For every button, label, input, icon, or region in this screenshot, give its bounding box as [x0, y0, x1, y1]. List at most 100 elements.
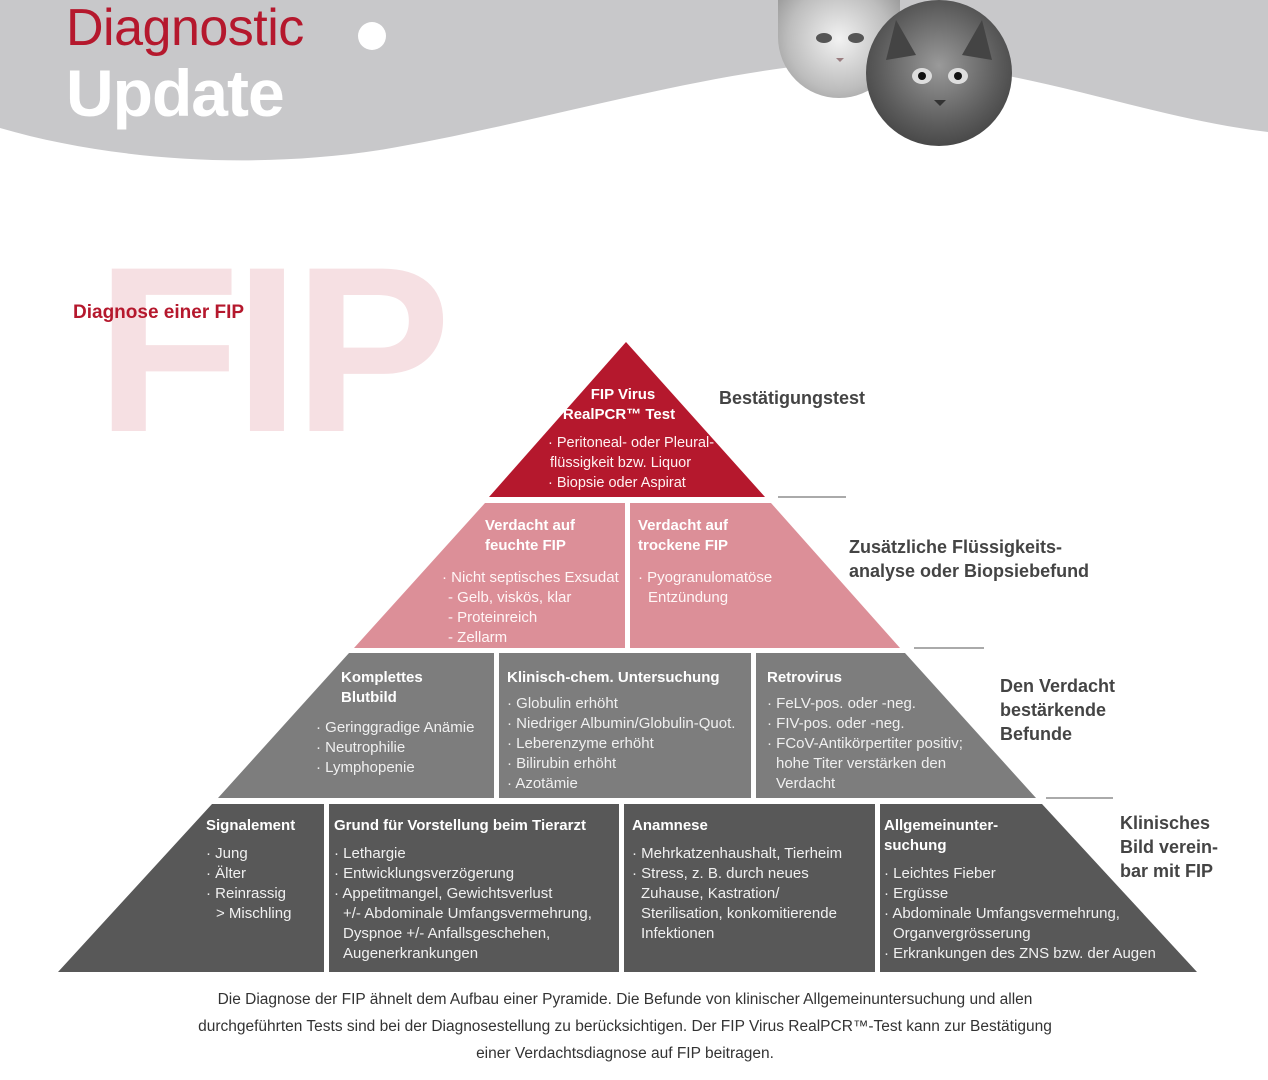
dry-heading-1: Verdacht auf: [638, 517, 729, 534]
caption-line: durchgeführten Tests sind bei der Diagno…: [198, 1018, 1052, 1035]
label-line: analyse oder Biopsiebefund: [849, 561, 1090, 581]
block-blood-count: Komplettes Blutbild · Geringgradige Anäm…: [316, 668, 492, 778]
reason-item: +/- Abdominale Umfangsvermehrung,: [343, 905, 592, 922]
exam-heading-2: suchung: [884, 837, 947, 854]
pyramid-exam-segment: [880, 804, 1197, 972]
exam-item: · Ergüsse: [884, 885, 949, 902]
pyramid-wet-segment: [354, 503, 625, 648]
pcr-item: · Peritoneal- oder Pleural-: [548, 435, 715, 451]
dry-item: Entzündung: [648, 589, 729, 606]
pyramid-top-red: [489, 342, 765, 497]
caption: Die Diagnose der FIP ähnelt dem Aufbau e…: [120, 986, 1130, 1067]
chem-item: · Leberenzyme erhöht: [507, 735, 654, 752]
wet-item: - Gelb, viskös, klar: [448, 589, 572, 606]
label-additional-analysis: Zusätzliche Flüssigkeits- analyse oder B…: [849, 535, 1089, 583]
signal-item: > Mischling: [216, 905, 292, 922]
exam-item: Organvergrösserung: [893, 925, 1031, 942]
retro-item: Verdacht: [776, 775, 836, 792]
label-line: bar mit FIP: [1120, 861, 1214, 881]
tabby-cat-face-icon: [886, 20, 992, 106]
reason-item: · Entwicklungsverzögerung: [334, 865, 515, 882]
label-line: Befunde: [1000, 724, 1072, 744]
pyramid-dry-segment: [630, 503, 900, 648]
block-signalement: Signalement · Jung · Älter · Reinrassig …: [206, 816, 322, 924]
label-line: Klinisches: [1120, 813, 1211, 833]
block-reason-for-visit: Grund für Vorstellung beim Tierarzt · Le…: [334, 816, 619, 964]
label-line: Zusätzliche Flüssigkeits-: [849, 537, 1063, 557]
pyramid-anamnese-segment: [624, 804, 875, 972]
chem-item: · Globulin erhöht: [507, 695, 618, 712]
retro-item: · FeLV-pos. oder -neg.: [767, 695, 916, 712]
block-dry-fip: Verdacht auf trockene FIP · Pyogranuloma…: [638, 516, 818, 608]
chem-item: · Bilirubin erhöht: [507, 755, 617, 772]
block-pcr-test: FIP Virus RealPCR™ Test · Peritoneal- od…: [548, 385, 748, 493]
pyramid-signal-segment: [58, 804, 324, 972]
blood-item: · Lymphopenie: [316, 759, 415, 776]
retro-item: · FIV-pos. oder -neg.: [767, 715, 905, 732]
pyramid-retro-segment: [756, 653, 1036, 798]
label-supporting-findings: Den Verdacht bestärkende Befunde: [1000, 674, 1115, 746]
exam-item: · Leichtes Fieber: [884, 865, 996, 882]
blood-heading-2: Blutbild: [341, 689, 397, 706]
pyramid-chem-segment: [499, 653, 751, 798]
chem-heading: Klinisch-chem. Untersuchung: [507, 669, 720, 686]
caption-line: Die Diagnose der FIP ähnelt dem Aufbau e…: [217, 991, 1033, 1008]
block-retrovirus: Retrovirus · FeLV-pos. oder -neg. · FIV-…: [767, 668, 997, 794]
exam-item: · Erkrankungen des ZNS bzw. der Augen: [884, 945, 1156, 962]
anamnese-item: Zuhause, Kastration/: [641, 885, 780, 902]
label-clinical-picture: Klinisches Bild verein- bar mit FIP: [1120, 811, 1218, 883]
wet-heading-1: Verdacht auf: [485, 517, 576, 534]
pcr-heading-1: FIP Virus: [590, 386, 656, 403]
signal-item: · Jung: [206, 845, 248, 862]
label-line: Bestätigungstest: [719, 388, 866, 408]
anamnese-item: Infektionen: [641, 925, 715, 942]
label-line: Den Verdacht: [1000, 676, 1116, 696]
anamnese-heading: Anamnese: [632, 817, 708, 834]
label-confirmation-test: Bestätigungstest: [719, 386, 865, 410]
label-line: Bild verein-: [1120, 837, 1219, 857]
block-wet-fip: Verdacht auf feuchte FIP · Nicht septisc…: [442, 516, 622, 648]
signal-item: · Reinrassig: [206, 885, 287, 902]
exam-heading-1: Allgemeinunter-: [884, 817, 999, 834]
wet-item: - Zellarm: [448, 629, 508, 646]
label-line: bestärkende: [1000, 700, 1107, 720]
anamnese-item: Sterilisation, konkomitierende: [641, 905, 837, 922]
exam-item: · Abdominale Umfangsvermehrung,: [884, 905, 1120, 922]
white-cat-face-icon: [816, 33, 864, 62]
block-general-exam: Allgemeinunter- suchung · Leichtes Fiebe…: [884, 816, 1184, 964]
tabby-cat-photo: [866, 0, 1012, 146]
caption-line: einer Verdachtsdiagnose auf FIP beitrage…: [476, 1045, 774, 1062]
brand-dot: [358, 22, 386, 50]
reason-heading: Grund für Vorstellung beim Tierarzt: [334, 817, 586, 834]
pcr-heading-2: RealPCR™ Test: [562, 406, 676, 423]
block-clinical-chemistry: Klinisch-chem. Untersuchung · Globulin e…: [507, 668, 751, 794]
page-title: Diagnose einer FIP: [73, 302, 245, 323]
retro-heading: Retrovirus: [767, 669, 843, 686]
pcr-item: · Biopsie oder Aspirat: [548, 475, 686, 491]
brand-diagnostic: Diagnostic: [66, 0, 304, 57]
retro-item: hohe Titer verstärken den: [776, 755, 947, 772]
wet-item: - Proteinreich: [448, 609, 538, 626]
signal-heading: Signalement: [206, 817, 296, 834]
pcr-item: flüssigkeit bzw. Liquor: [550, 455, 692, 471]
reason-item: Augenerkrankungen: [343, 945, 479, 962]
wet-item: · Nicht septisches Exsudat: [442, 569, 619, 586]
brand-update: Update: [66, 56, 285, 130]
chem-item: · Niedriger Albumin/Globulin-Quot.: [507, 715, 736, 732]
reason-item: · Appetitmangel, Gewichtsverlust: [334, 885, 553, 902]
block-anamnese: Anamnese · Mehrkatzenhaushalt, Tierheim …: [632, 816, 872, 944]
chem-item: · Azotämie: [507, 775, 578, 792]
blood-item: · Neutrophilie: [316, 739, 406, 756]
anamnese-item: · Mehrkatzenhaushalt, Tierheim: [632, 845, 843, 862]
pyramid-blood-segment: [218, 653, 494, 798]
dry-heading-2: trockene FIP: [638, 537, 729, 554]
blood-heading-1: Komplettes: [341, 669, 423, 686]
dry-item: · Pyogranulomatöse: [638, 569, 773, 586]
signal-item: · Älter: [206, 865, 247, 882]
retro-item: · FCoV-Antikörpertiter positiv;: [767, 735, 963, 752]
pyramid-reason-segment: [329, 804, 619, 972]
anamnese-item: · Stress, z. B. durch neues: [632, 865, 809, 882]
reason-item: · Lethargie: [334, 845, 406, 862]
wet-heading-2: feuchte FIP: [485, 537, 566, 554]
